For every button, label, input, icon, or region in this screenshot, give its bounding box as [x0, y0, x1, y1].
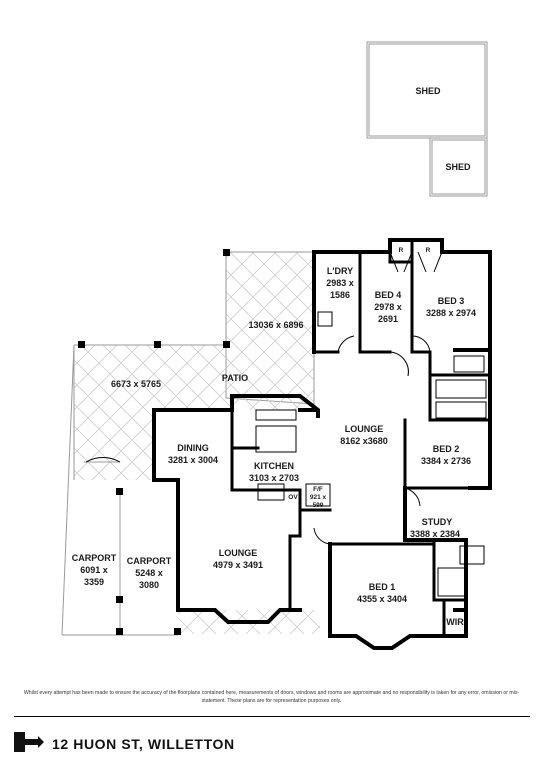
bed4-dimension-2: 2691 [378, 314, 398, 324]
robe-b-label: R [426, 247, 431, 254]
laundry-dimension-2: 1586 [330, 290, 350, 300]
study-dimension: 3388 x 2384 [410, 529, 460, 539]
fridge-dimension-2: 599 [313, 502, 324, 509]
laundry-dimension-1: 2983 x [326, 278, 354, 288]
shed-large-label: SHED [415, 86, 441, 96]
bed3-dimension: 3288 x 2974 [426, 308, 476, 318]
shed-large [366, 41, 488, 139]
property-address: 12 HUON ST, WILLETTON [52, 736, 235, 752]
kitchen-label: KITCHEN [254, 461, 294, 471]
disclaimer-text: Whilst every attempt has been made to en… [23, 690, 520, 704]
lounge2-dimension: 4979 x 3491 [213, 560, 263, 570]
patio-area [73, 344, 300, 480]
patio-label: PATIO [222, 373, 248, 383]
bed3-label: BED 3 [438, 296, 465, 306]
carport1-label: CARPORT [72, 553, 117, 563]
dining-label: DINING [177, 443, 209, 453]
lounge-main-dimension: 8162 x3680 [340, 436, 388, 446]
north-arrow-icon [14, 732, 44, 752]
outdoor-left-dimension: 6673 x 5765 [111, 379, 161, 389]
study-label: STUDY [422, 517, 453, 527]
bed2-label: BED 2 [433, 444, 460, 454]
shed-small-label: SHED [445, 162, 471, 172]
wir-label: WIR [446, 617, 464, 627]
fridge-dimension-1: 921 x [310, 494, 327, 501]
fixtures [85, 251, 487, 597]
outdoor-top-dimension: 13036 x 6896 [248, 320, 303, 330]
dining-dimension: 3281 x 3004 [168, 455, 218, 465]
bed2-dimension: 3384 x 2736 [421, 456, 471, 466]
carport1-dimension-1: 6091 x [80, 565, 108, 575]
bed4-label: BED 4 [375, 290, 402, 300]
footer-divider [14, 716, 530, 717]
bed4-dimension-1: 2978 x [374, 302, 402, 312]
carport1-dimension-2: 3359 [84, 577, 104, 587]
bed1-label: BED 1 [369, 582, 396, 592]
laundry-label: L'DRY [327, 266, 353, 276]
exterior-walls [152, 238, 492, 650]
bed1-dimension: 4355 x 3404 [357, 594, 407, 604]
kitchen-dimension: 3103 x 2703 [249, 473, 299, 483]
oven-label: OV [288, 494, 298, 501]
carport2-label: CARPORT [127, 556, 172, 566]
carport2-dimension-1: 5248 x [135, 568, 163, 578]
lounge-main-label: LOUNGE [345, 424, 384, 434]
robe-a-label: R [399, 247, 404, 254]
carport2-dimension-2: 3080 [139, 580, 159, 590]
fridge-label: F/F [313, 486, 323, 493]
lounge2-label: LOUNGE [219, 548, 258, 558]
interior-walls [230, 238, 492, 638]
carport-structure [61, 249, 230, 636]
shed-small [429, 137, 488, 197]
